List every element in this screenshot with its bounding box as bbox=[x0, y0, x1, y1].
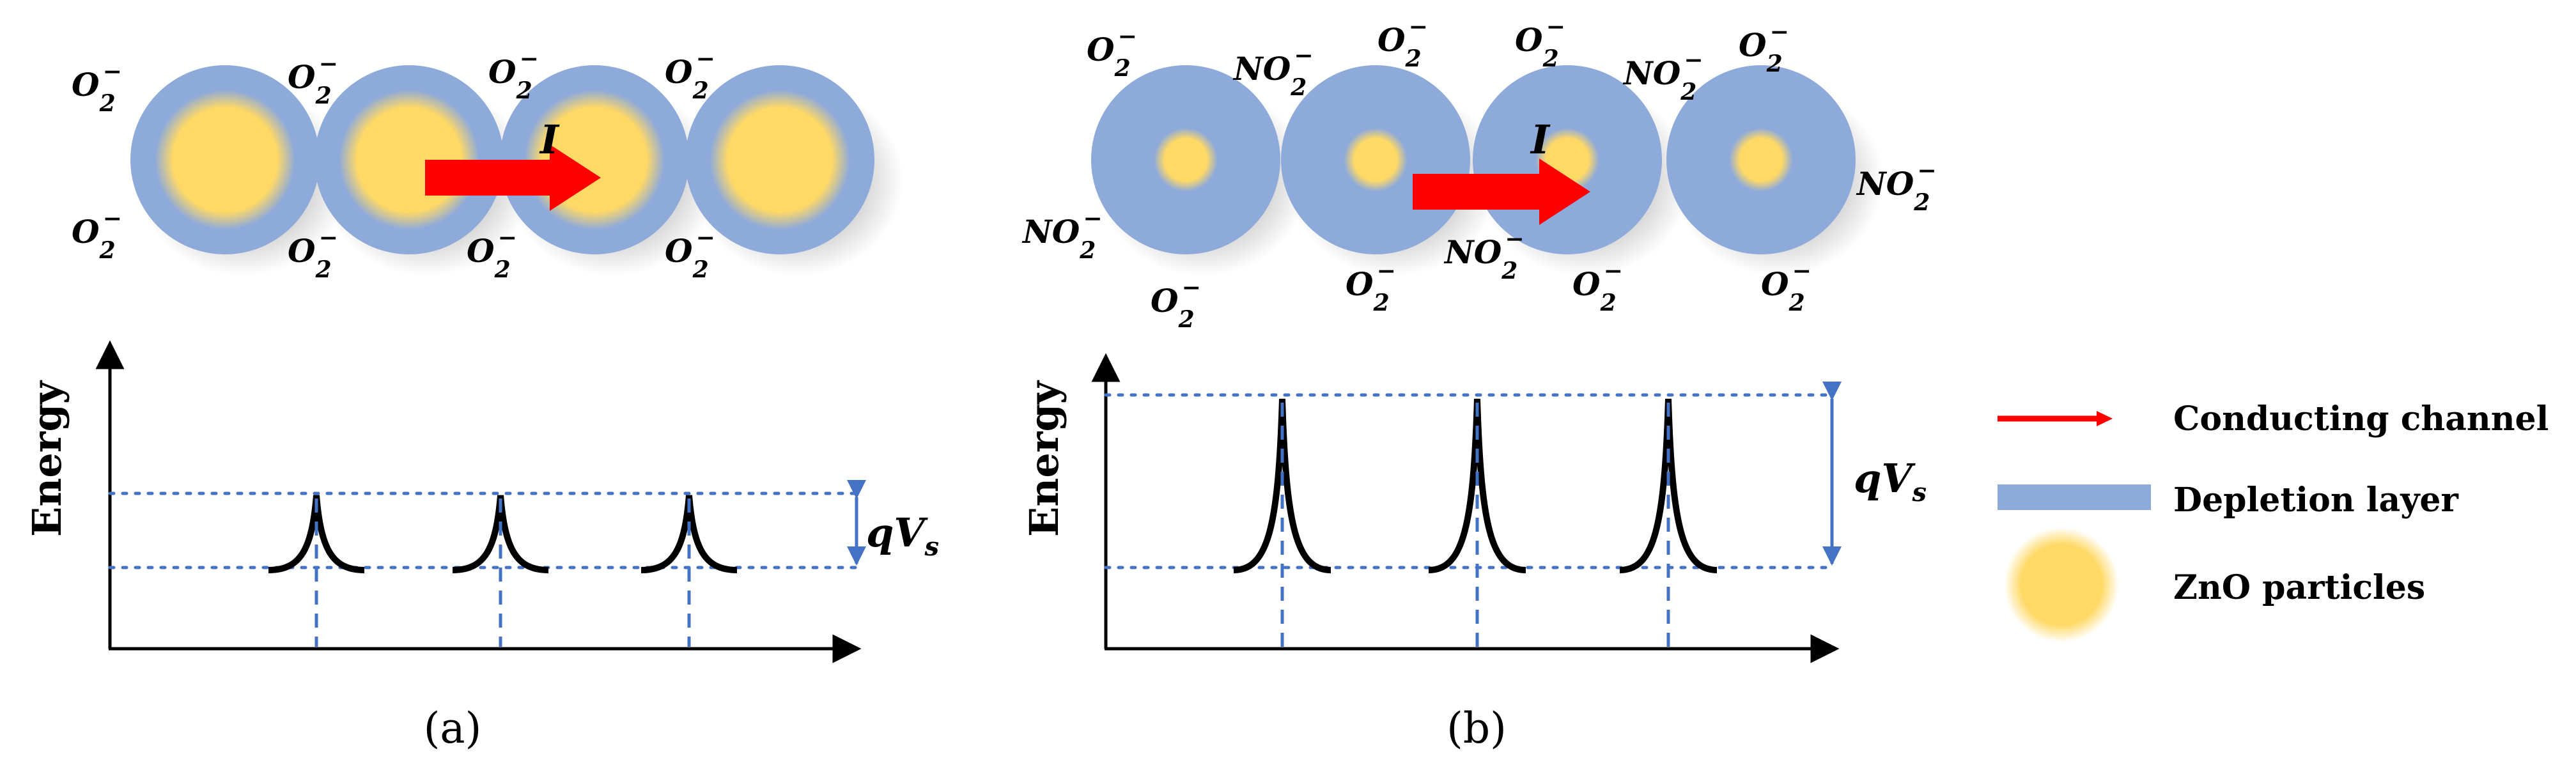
ion-label: O2− bbox=[1761, 258, 1812, 316]
zno-core bbox=[710, 89, 850, 230]
legend-label: Conducting channel bbox=[2173, 399, 2549, 438]
potential-barrier bbox=[1619, 398, 1718, 573]
ion-label: NO2− bbox=[1443, 226, 1525, 284]
ion-label: O2− bbox=[288, 50, 338, 109]
particle-b-4 bbox=[1666, 65, 1884, 276]
conducting-channel-arrow-a: I bbox=[425, 116, 601, 211]
adsorbed-ion-labels-b: O2− NO2− O2− O2− NO2− O2− NO2− O2− NO2− … bbox=[1021, 13, 1937, 333]
conducting-channel-arrow-b: I bbox=[1413, 116, 1590, 225]
ion-label: O2− bbox=[1151, 274, 1201, 333]
legend-item-conducting-channel: Conducting channel bbox=[1998, 399, 2549, 438]
current-label: I bbox=[1530, 116, 1551, 163]
zno-particle-swatch bbox=[2004, 527, 2119, 642]
energy-axis-label: Energy bbox=[24, 380, 70, 537]
barrier-height-label: qVs bbox=[866, 509, 939, 562]
ion-label: NO2− bbox=[1622, 47, 1703, 105]
particle-a-3 bbox=[500, 65, 718, 276]
panel-caption-a: (a) bbox=[424, 704, 482, 753]
panel-b: I O2− NO2− O2− O2− NO2− O2− NO2− O2− NO2… bbox=[1021, 13, 1937, 753]
ion-label: NO2− bbox=[1021, 205, 1103, 264]
ion-label: O2− bbox=[1377, 13, 1428, 72]
ion-label: O2− bbox=[1739, 19, 1789, 77]
particle-b-2 bbox=[1281, 65, 1499, 276]
panel-caption-b: (b) bbox=[1447, 704, 1507, 753]
potential-barrier bbox=[1233, 398, 1331, 573]
ion-label: O2− bbox=[467, 224, 517, 283]
ion-label: NO2− bbox=[1232, 42, 1314, 101]
depletion-layer-swatch bbox=[1998, 484, 2151, 510]
conducting-channel-swatch-head bbox=[2097, 411, 2113, 426]
ion-label: NO2− bbox=[1856, 157, 1937, 216]
ion-label: O2− bbox=[1346, 258, 1396, 316]
legend-label: Depletion layer bbox=[2173, 481, 2458, 520]
ion-label: O2− bbox=[1515, 13, 1565, 72]
ion-label: O2− bbox=[665, 45, 715, 104]
ion-label: O2− bbox=[1087, 23, 1137, 82]
legend-label: ZnO particles bbox=[2173, 568, 2425, 607]
zno-core bbox=[1154, 128, 1218, 192]
legend-item-zno-particles: ZnO particles bbox=[2004, 527, 2425, 642]
ion-label: O2− bbox=[488, 45, 539, 104]
energy-diagram-a: Energy qVs bbox=[24, 340, 939, 663]
zno-core bbox=[155, 89, 295, 230]
ion-label: O2− bbox=[72, 205, 122, 264]
particle-a-4 bbox=[685, 65, 903, 276]
panel-a: I O2− O2− O2− O2− O2− O2− O2− O2− Energy bbox=[24, 45, 939, 753]
ion-label: O2− bbox=[288, 224, 338, 283]
particle-b-1 bbox=[1091, 65, 1308, 276]
legend-item-depletion-layer: Depletion layer bbox=[1998, 481, 2458, 520]
potential-barrier bbox=[452, 495, 549, 573]
legend: Conducting channel Depletion layer ZnO p… bbox=[1998, 399, 2549, 642]
ion-label: O2− bbox=[665, 224, 715, 283]
ion-label: O2− bbox=[72, 58, 122, 117]
current-label: I bbox=[539, 116, 560, 163]
barrier-height-label: qVs bbox=[1854, 455, 1927, 507]
zno-core bbox=[1729, 128, 1793, 192]
potential-barrier bbox=[640, 495, 738, 573]
energy-diagram-b: Energy qVs bbox=[1021, 353, 1927, 663]
potential-barrier bbox=[268, 495, 365, 573]
energy-axis-label: Energy bbox=[1021, 380, 1067, 537]
adsorbed-ion-labels-a: O2− O2− O2− O2− O2− O2− O2− O2− bbox=[72, 45, 715, 283]
potential-barrier bbox=[1428, 398, 1526, 573]
zno-core bbox=[1344, 128, 1408, 192]
particle-a-1 bbox=[130, 65, 348, 276]
ion-label: O2− bbox=[1572, 258, 1623, 316]
